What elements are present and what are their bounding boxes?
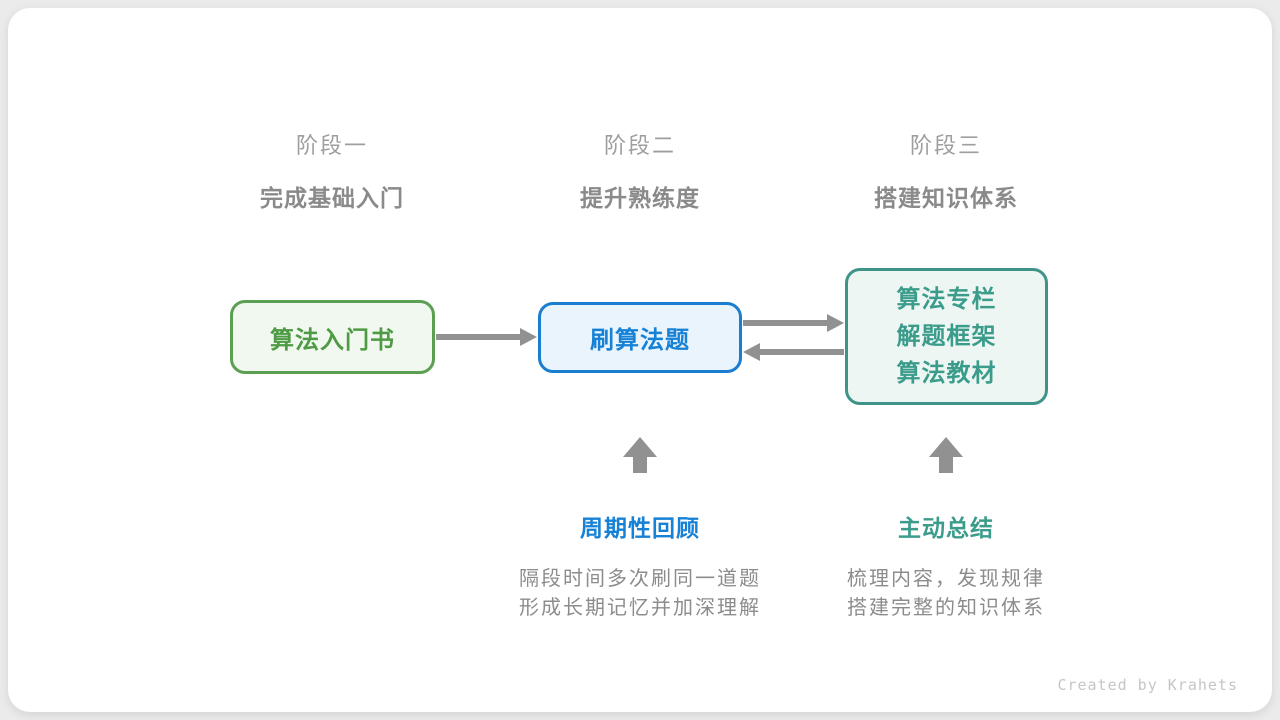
arrow-shaft bbox=[633, 457, 647, 473]
annotation-title: 周期性回顾 bbox=[580, 515, 700, 541]
annotation-active-summary: 主动总结 梳理内容，发现规律 搭建完整的知识体系 bbox=[781, 509, 1111, 623]
phase-1-subtitle: 完成基础入门 bbox=[260, 185, 404, 211]
arrow-shaft bbox=[436, 334, 523, 340]
node-intro-book-label: 算法入门书 bbox=[270, 326, 395, 354]
phase-header-1: 阶段一 完成基础入门 bbox=[202, 128, 462, 213]
arrow-head bbox=[827, 314, 844, 332]
arrow-shaft bbox=[757, 349, 844, 355]
node-knowledge-resources: 算法专栏 解题框架 算法教材 bbox=[845, 268, 1048, 405]
arrow-left-icon bbox=[743, 343, 844, 361]
node-practice-problems: 刷算法题 bbox=[538, 302, 742, 373]
arrow-up-icon bbox=[623, 437, 657, 473]
annotation-periodic-review: 周期性回顾 隔段时间多次刷同一道题 形成长期记忆并加深理解 bbox=[475, 509, 805, 623]
arrow-head bbox=[929, 437, 963, 457]
arrow-up-icon bbox=[929, 437, 963, 473]
arrow-head bbox=[520, 328, 537, 346]
phase-1-label: 阶段一 bbox=[295, 133, 368, 158]
annotation-desc-line-2: 形成长期记忆并加深理解 bbox=[519, 597, 761, 619]
phase-header-3: 阶段三 搭建知识体系 bbox=[816, 128, 1076, 213]
arrow-shaft bbox=[939, 457, 953, 473]
node-knowledge-line-3: 算法教材 bbox=[896, 360, 997, 387]
arrow-right-icon bbox=[436, 328, 537, 346]
annotation-description: 梳理内容，发现规律 搭建完整的知识体系 bbox=[781, 565, 1111, 623]
arrow-right-icon bbox=[743, 314, 844, 332]
phase-header-2: 阶段二 提升熟练度 bbox=[510, 128, 770, 213]
annotation-desc-line-1: 梳理内容，发现规律 bbox=[847, 568, 1045, 590]
annotation-desc-line-2: 搭建完整的知识体系 bbox=[847, 597, 1045, 619]
phase-2-label: 阶段二 bbox=[603, 133, 676, 158]
annotation-title: 主动总结 bbox=[898, 515, 994, 541]
arrow-head bbox=[623, 437, 657, 457]
arrow-shaft bbox=[743, 320, 830, 326]
annotation-desc-line-1: 隔段时间多次刷同一道题 bbox=[519, 568, 761, 590]
annotation-description: 隔段时间多次刷同一道题 形成长期记忆并加深理解 bbox=[475, 565, 805, 623]
node-knowledge-line-2: 解题框架 bbox=[896, 323, 997, 350]
arrow-head bbox=[743, 343, 760, 361]
phase-3-subtitle: 搭建知识体系 bbox=[874, 185, 1018, 211]
phase-3-label: 阶段三 bbox=[909, 133, 982, 158]
node-knowledge-line-1: 算法专栏 bbox=[896, 286, 997, 313]
node-practice-problems-label: 刷算法题 bbox=[590, 327, 690, 354]
node-intro-book: 算法入门书 bbox=[230, 300, 435, 374]
credit-text: Created by Krahets bbox=[1057, 676, 1238, 694]
phase-2-subtitle: 提升熟练度 bbox=[580, 185, 700, 211]
